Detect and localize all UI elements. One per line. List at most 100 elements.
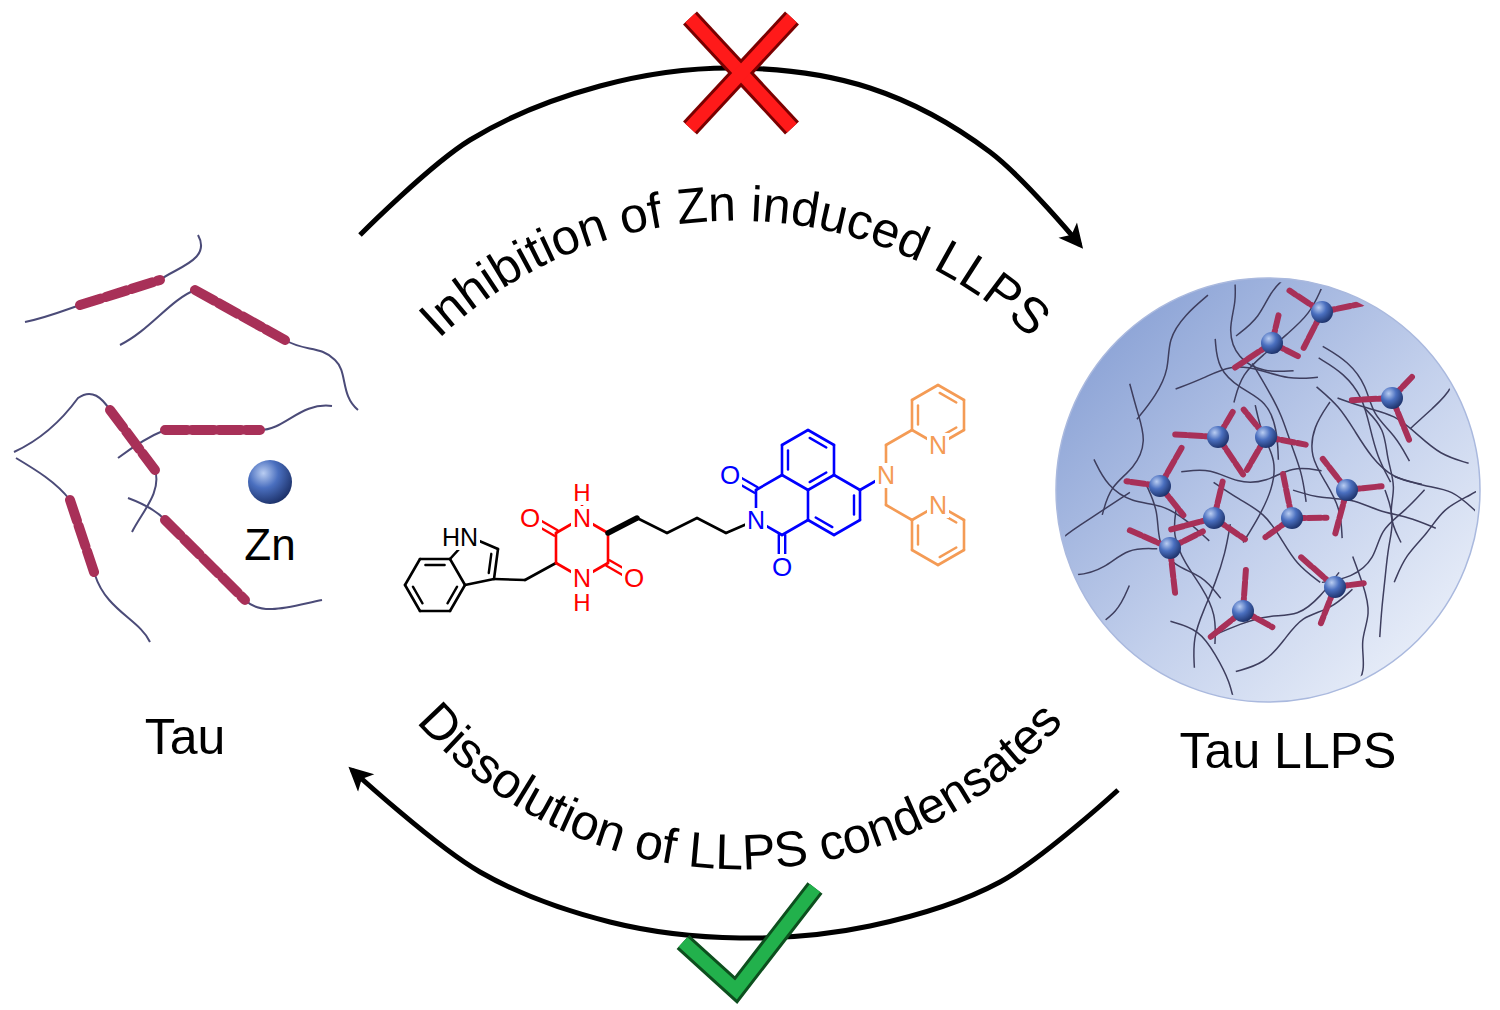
tau-strand — [1102, 384, 1143, 515]
chemical-bond — [787, 450, 789, 469]
chemical-bond — [886, 505, 912, 520]
tau-domain — [70, 500, 95, 575]
check-stroke — [683, 888, 815, 990]
chemical-bond — [810, 438, 827, 448]
atom-label: N — [571, 506, 593, 531]
chemical-bond — [420, 610, 450, 613]
chemical-bond — [782, 520, 808, 535]
tau-strand — [1236, 589, 1353, 671]
chemical-bond — [834, 520, 860, 535]
chemical-bond — [886, 430, 912, 445]
zinc-ion — [1149, 475, 1171, 497]
chemical-bond — [911, 520, 914, 550]
chemical-bond — [637, 518, 667, 533]
chemical-bond — [938, 550, 964, 565]
chemical-bond — [808, 520, 834, 535]
tau-strand — [1170, 621, 1241, 739]
condensate-network — [1050, 271, 1490, 740]
tau-strand — [128, 498, 322, 609]
chemical-bond — [912, 550, 938, 565]
chemical-bond — [413, 587, 423, 604]
zinc-ion — [1311, 301, 1333, 323]
tau-strand — [1395, 477, 1490, 556]
tau-strand — [1352, 557, 1369, 697]
tau-domain — [165, 425, 260, 435]
zinc-ion — [1324, 576, 1346, 598]
tau-strand — [1214, 482, 1321, 582]
tau-domain — [80, 280, 160, 305]
tau-strand — [1410, 299, 1464, 429]
atom-label: N — [745, 508, 767, 533]
chemical-bond — [911, 400, 914, 430]
green-check — [683, 888, 815, 990]
tau-strand — [1094, 459, 1209, 541]
chemical-bond — [781, 445, 784, 475]
edge-label: Inhibition of Zn induced LLPS — [408, 175, 1061, 347]
tau-strand — [25, 235, 201, 322]
droplet-outline — [1050, 245, 1490, 790]
tau-strand — [14, 394, 156, 532]
chemical-bond — [420, 558, 450, 561]
tau-strands — [14, 235, 358, 642]
llps-droplet: Tau LLPS — [1050, 245, 1490, 790]
tau-strand — [1234, 287, 1322, 402]
chemical-bond — [833, 445, 836, 475]
atom-label: O — [718, 462, 742, 488]
chemical-bond — [912, 385, 938, 400]
ion-label: Zn — [242, 523, 297, 567]
tau-strand — [1231, 272, 1294, 372]
cross-stroke — [690, 18, 792, 128]
chemical-bond — [808, 475, 834, 490]
tau-domain — [110, 410, 155, 470]
atom-label: N — [875, 463, 897, 488]
chemical-bond — [425, 564, 444, 566]
cross-stroke — [690, 18, 792, 128]
chemical-bond — [697, 518, 726, 533]
chemical-bond — [450, 559, 465, 585]
tau-group: Tau — [20, 225, 360, 770]
zinc-ion — [1159, 537, 1181, 559]
chemical-bond — [608, 518, 637, 533]
chemical-bond — [810, 473, 827, 483]
chemical-bond — [853, 495, 855, 514]
zinc-ion — [1261, 332, 1283, 354]
chemical-bond — [859, 490, 862, 520]
tau-strand — [1176, 367, 1318, 389]
tau-strand — [1181, 469, 1321, 483]
tau-strand — [118, 406, 332, 458]
droplet-circle — [1056, 278, 1480, 702]
tau-strand — [1137, 295, 1208, 419]
atom-label: H — [571, 591, 592, 615]
cycle-arrow — [352, 770, 1118, 938]
chemical-bond — [555, 533, 558, 563]
atom-label: HN — [440, 525, 480, 550]
atom-label: O — [622, 565, 646, 591]
zinc-ion — [1203, 507, 1225, 529]
cross-stroke — [690, 18, 792, 128]
atom-label: O — [518, 505, 542, 531]
tau-domain — [165, 520, 245, 600]
atom-label: N — [927, 493, 949, 518]
chemical-bond — [782, 475, 808, 490]
chemical-bond — [963, 520, 966, 550]
chemical-bond — [465, 579, 494, 585]
connector-layer — [352, 68, 1118, 938]
chemical-bond — [917, 405, 919, 424]
chemical-bond — [808, 430, 834, 445]
node-label: Tau LLPS — [1180, 723, 1397, 781]
tau-strand — [1050, 585, 1129, 702]
chemical-bond — [816, 518, 833, 528]
chemical-bond — [940, 393, 957, 403]
tau-strand — [1050, 492, 1130, 594]
chemical-bond — [940, 548, 957, 558]
chemical-bond — [494, 549, 498, 579]
chemical-bond — [938, 385, 964, 400]
tau-strand — [16, 458, 150, 642]
tau-protein-illustration — [14, 235, 358, 642]
chemical-bond — [448, 587, 458, 604]
edge-label: Dissolution of LLPS condensates — [408, 691, 1073, 880]
tau-strand — [1323, 346, 1410, 461]
chemical-bond — [525, 563, 556, 580]
tau-strand — [1394, 480, 1490, 582]
